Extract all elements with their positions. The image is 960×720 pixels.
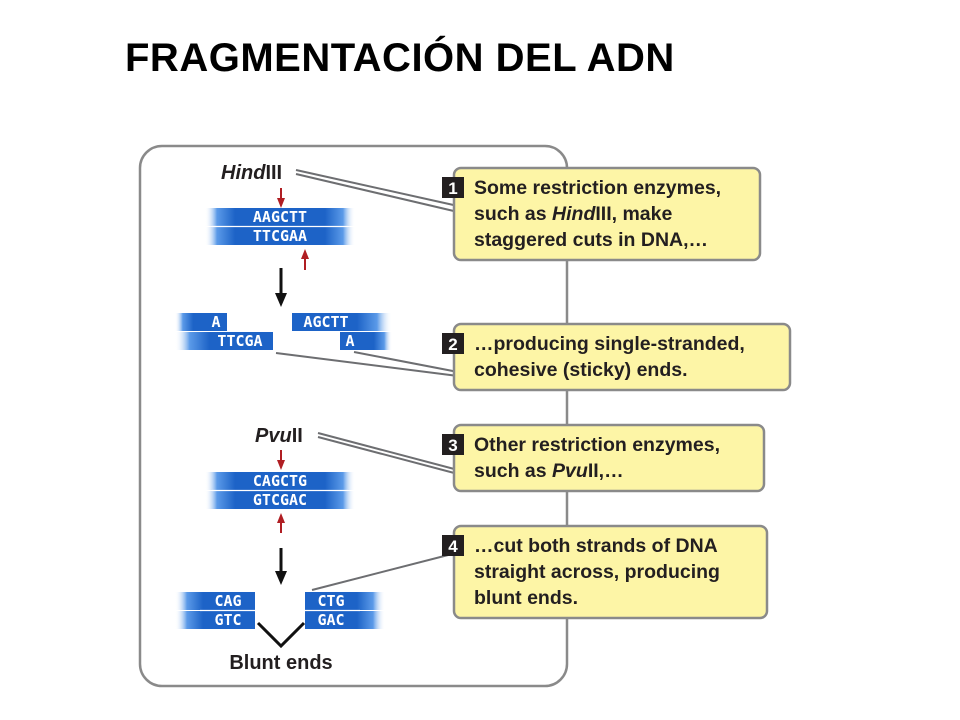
step-1-badge bbox=[442, 177, 464, 198]
callout-1-line-2: such as HindIII, make bbox=[474, 203, 672, 225]
hindiii-uncut-dna: AAGCTT TTCGAA bbox=[205, 208, 355, 245]
pvuii-cut-dna-right: CTG GAC bbox=[305, 592, 385, 629]
pvuii-bottom-strand: GTCGAC bbox=[253, 491, 307, 509]
callout-4: 4 …cut both strands of DNA straight acro… bbox=[442, 524, 769, 620]
hindiii-right-top: AGCTT bbox=[303, 313, 348, 331]
pvuii-right-bottom: GAC bbox=[317, 611, 344, 629]
callout-4-line-3: blunt ends. bbox=[474, 587, 578, 609]
hindiii-bottom-strand: TTCGAA bbox=[253, 227, 307, 245]
step-4-number: 4 bbox=[448, 537, 458, 556]
leader-lines bbox=[275, 169, 459, 591]
callout-2: 2 …producing single-stranded, cohesive (… bbox=[442, 322, 792, 392]
page-title: FRAGMENTACIÓN DEL ADN bbox=[125, 36, 675, 80]
blunt-ends-label: Blunt ends bbox=[229, 652, 332, 674]
pvuii-left-top: CAG bbox=[214, 592, 241, 610]
pvuii-left-bottom: GTC bbox=[214, 611, 241, 629]
hindiii-cut-dna-right: AGCTT A bbox=[292, 313, 392, 350]
pvuii-uncut-dna: CAGCTG GTCGAC bbox=[205, 472, 355, 509]
hindiii-left-bottom: TTCGA bbox=[217, 332, 262, 350]
pvuii-label: PvuII bbox=[255, 425, 303, 447]
pvuii-cut-dna-left: CAG GTC bbox=[175, 592, 255, 629]
blunt-ends-bracket bbox=[256, 621, 306, 649]
pvuii-top-strand: CAGCTG bbox=[253, 472, 307, 490]
callout-4-line-2: straight across, producing bbox=[474, 561, 720, 583]
step-3-number: 3 bbox=[448, 436, 457, 455]
pvuii-right-top: CTG bbox=[317, 592, 344, 610]
callout-2-line-2: cohesive (sticky) ends. bbox=[474, 359, 688, 381]
callout-1-line-1: Some restriction enzymes, bbox=[474, 177, 721, 199]
step-2-number: 2 bbox=[448, 335, 457, 354]
step-2-badge bbox=[442, 333, 464, 354]
callout-1: 1 Some restriction enzymes, such as Hind… bbox=[442, 166, 762, 262]
callout-3: 3 Other restriction enzymes, such as Pvu… bbox=[442, 423, 766, 493]
step-3-badge bbox=[442, 434, 464, 455]
step-1-number: 1 bbox=[448, 179, 457, 198]
callout-2-line-1: …producing single-stranded, bbox=[474, 333, 745, 355]
hindiii-top-strand: AAGCTT bbox=[253, 208, 307, 226]
callout-3-line-2: such as PvuII,… bbox=[474, 460, 624, 482]
hindiii-right-bottom: A bbox=[345, 332, 354, 350]
hindiii-left-top: A bbox=[211, 313, 220, 331]
callout-1-line-3: staggered cuts in DNA,… bbox=[474, 229, 708, 251]
step-4-badge bbox=[442, 535, 464, 556]
hindiii-cut-dna-left: A TTCGA bbox=[175, 313, 273, 350]
callout-4-line-1: …cut both strands of DNA bbox=[474, 535, 718, 557]
callout-3-line-1: Other restriction enzymes, bbox=[474, 434, 720, 456]
hindiii-label: HindIII bbox=[221, 162, 282, 184]
